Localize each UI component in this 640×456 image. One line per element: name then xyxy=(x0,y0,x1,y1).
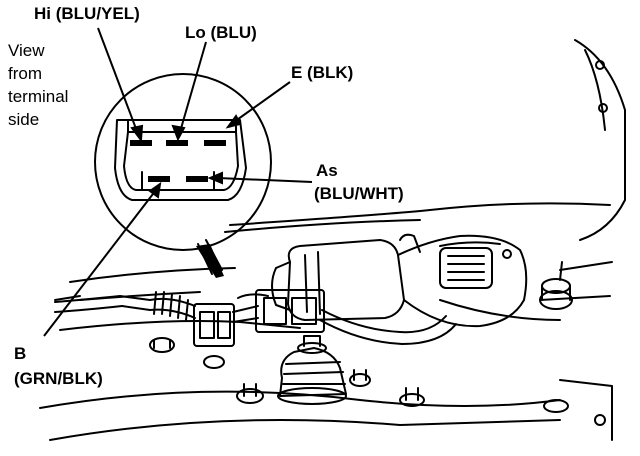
leader-e xyxy=(233,81,291,123)
leader-as xyxy=(217,177,313,183)
callout-hi: Hi (BLU/YEL) xyxy=(34,4,140,23)
rubber-boot xyxy=(277,335,347,405)
terminal-lo xyxy=(166,140,188,146)
leader-hi xyxy=(97,27,139,135)
callout-lo: Lo (BLU) xyxy=(185,23,257,42)
terminal-slots xyxy=(130,140,226,182)
callout-e: E (BLK) xyxy=(291,63,354,82)
view-note-line2: from xyxy=(8,64,42,83)
terminal-as xyxy=(186,176,208,182)
motor-connector xyxy=(255,289,325,333)
mounting-bolts xyxy=(149,261,606,426)
view-note-line4: side xyxy=(8,110,40,129)
terminal-e xyxy=(204,140,226,146)
callout-b-terminal: B xyxy=(14,344,27,363)
pointer-wedge xyxy=(196,244,224,278)
terminal-b xyxy=(148,176,170,182)
view-note-line1: View xyxy=(8,41,45,60)
detail-magnifier-circle xyxy=(94,73,272,251)
leader-b xyxy=(43,189,157,337)
view-note-line3: terminal xyxy=(8,87,69,106)
harness-connector xyxy=(193,303,235,347)
wiper-motor xyxy=(271,233,528,328)
terminal-hi xyxy=(130,140,152,146)
callout-b-color: (GRN/BLK) xyxy=(14,369,103,388)
callout-as-terminal: As xyxy=(316,161,338,180)
leader-lo xyxy=(179,41,207,133)
corrugated-loom xyxy=(54,291,189,321)
leader-lines xyxy=(43,27,313,337)
callout-as-color: (BLU/WHT) xyxy=(314,184,404,203)
cowl-panel xyxy=(39,261,613,441)
